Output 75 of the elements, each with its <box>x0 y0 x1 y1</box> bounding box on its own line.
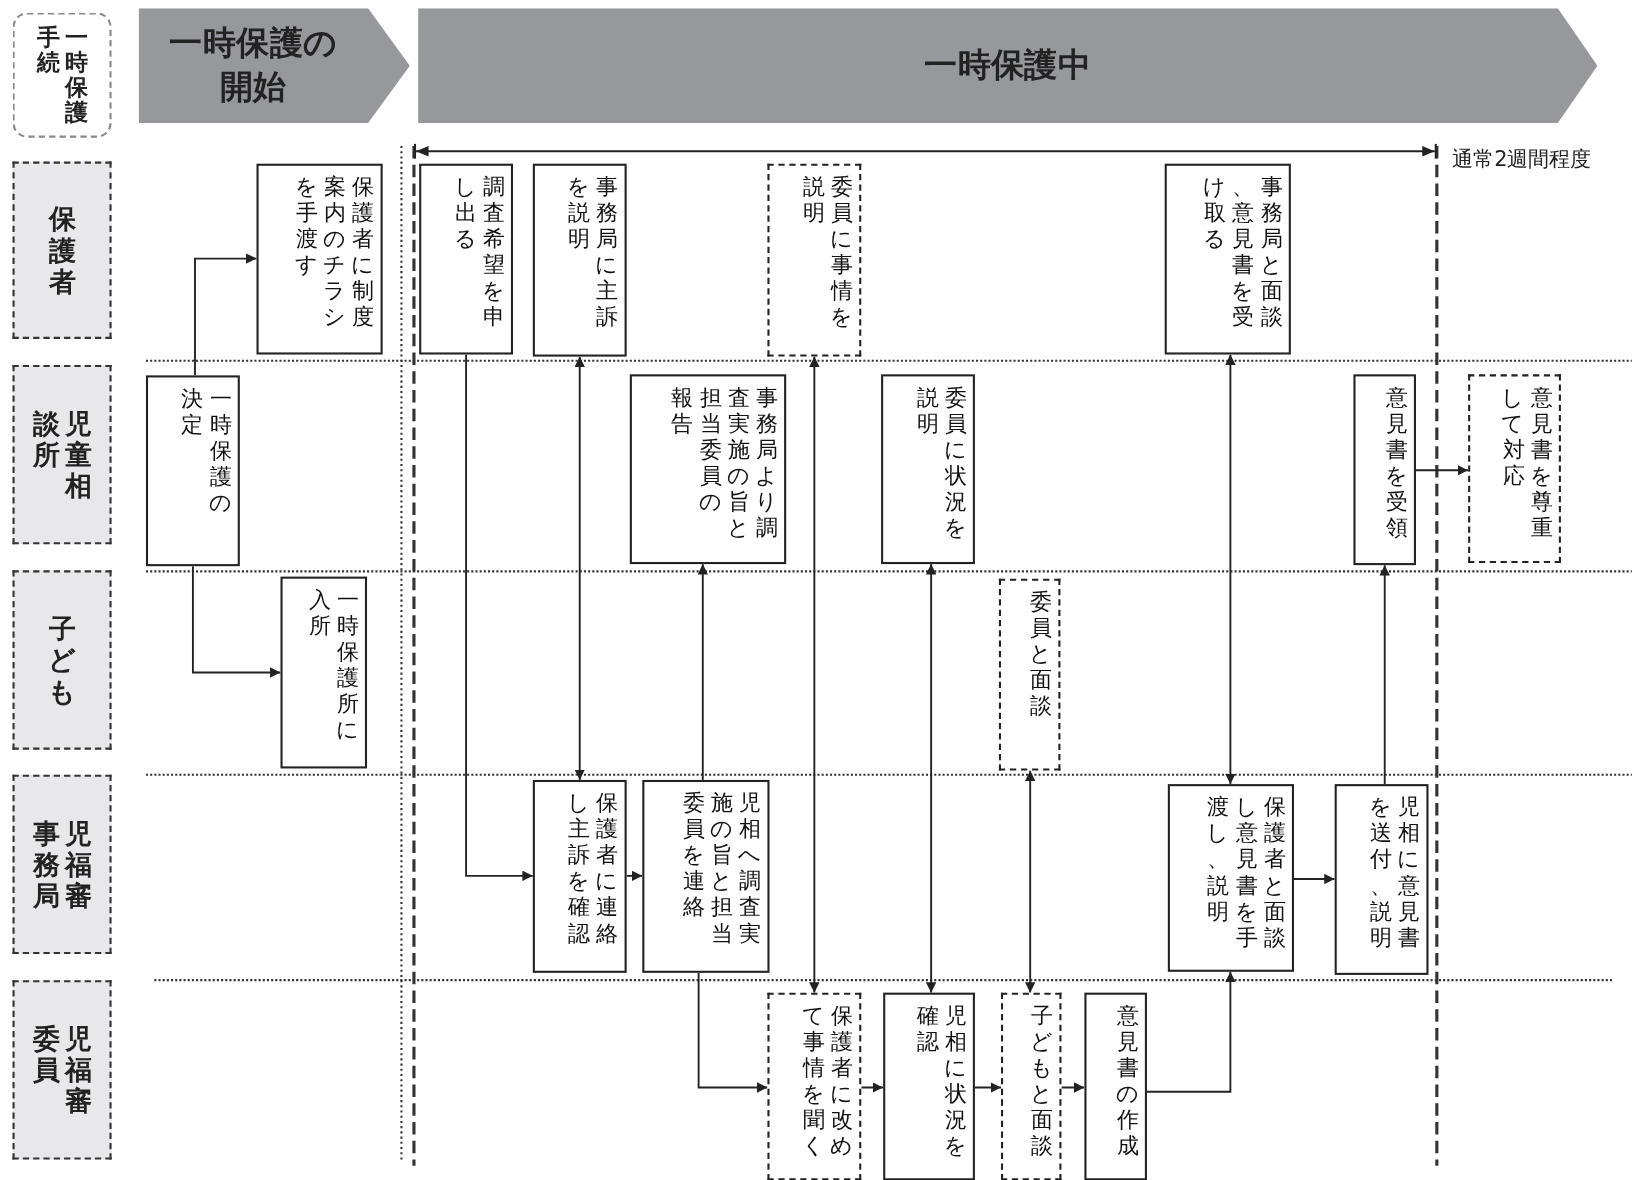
step-text: 委員に状況を説明 <box>915 384 967 543</box>
process-box <box>532 779 627 973</box>
lane-label: 児福審委員 <box>31 1022 93 1117</box>
process-box <box>1164 163 1291 355</box>
step-text: 子どもと面談 <box>1029 1003 1054 1161</box>
phase-arrow-banner <box>418 8 1598 124</box>
arrow <box>465 353 534 882</box>
step-text: 意見書を受領 <box>1383 384 1408 543</box>
process-box <box>881 374 975 565</box>
arrow <box>1024 769 1036 994</box>
lane-label-box <box>12 161 112 339</box>
arrow <box>574 355 585 781</box>
lane-label: 子ども <box>47 613 77 707</box>
step-text: 意見書の作成 <box>1114 1003 1139 1161</box>
optional-step-box <box>767 163 862 357</box>
arrow <box>1379 564 1390 786</box>
process-box <box>883 992 975 1180</box>
step-text: 事務局に主訴を説明 <box>566 174 619 332</box>
arrow <box>809 355 820 994</box>
step-text: 児相へ調査実施の旨と担当委員を連絡 <box>680 790 762 948</box>
step-text: 意見書を尊重して対応 <box>1500 384 1553 543</box>
process-box <box>280 576 368 769</box>
process-box <box>419 163 513 355</box>
lane-label: 児童相談所 <box>31 407 93 502</box>
step-text: 保護者と面談し意見書を手渡し、説明 <box>1205 794 1286 952</box>
phase-label: 一時保護の開始 <box>168 22 339 109</box>
step-text: 事務局より調査実施の旨と担当委員の報告 <box>670 384 778 543</box>
process-box <box>1353 374 1416 566</box>
optional-step-box <box>1468 374 1561 564</box>
duration-note: 通常2週間程度 <box>1452 145 1591 173</box>
lane-label-box <box>12 980 112 1160</box>
step-text: 一時保護所に入所 <box>307 587 359 745</box>
step-text: 事務局と面談、意見書を受け取る <box>1202 174 1283 332</box>
arrow <box>1060 1082 1086 1093</box>
step-text: 委員に事情を説明 <box>801 174 853 332</box>
step-text: 保護者に連絡し主訴を確認 <box>566 790 619 948</box>
step-text: 調査希望を申し出る <box>452 174 505 332</box>
process-box <box>532 163 627 357</box>
process-box <box>642 779 770 973</box>
process-box <box>146 375 240 567</box>
phase-label: 一時保護中 <box>924 44 1092 87</box>
arrow <box>191 565 282 678</box>
arrow <box>1293 873 1336 885</box>
optional-step-box <box>1001 992 1062 1180</box>
lane-label-box <box>12 570 112 750</box>
header-box <box>12 12 112 138</box>
optional-step-box <box>767 992 862 1180</box>
arrow <box>1146 970 1236 1093</box>
lane-label: 児福審事務局 <box>31 817 93 912</box>
arrow <box>697 563 708 781</box>
header-label: 一時保護手続 <box>35 25 89 126</box>
arrow <box>973 1082 1002 1093</box>
lane-label-box <box>12 774 112 955</box>
step-text: 保護者に改めて事情を聞く <box>800 1003 853 1161</box>
process-box <box>256 163 383 355</box>
lane-label-box <box>12 364 112 545</box>
arrow <box>925 563 937 994</box>
step-text: 児相に状況を確認 <box>915 1003 967 1161</box>
arrow <box>625 870 644 882</box>
arrow <box>194 253 258 377</box>
step-text: 児相に意見書を送付、説明 <box>1368 794 1421 952</box>
arrow <box>697 971 769 1093</box>
process-box <box>1084 992 1147 1180</box>
arrow <box>1225 353 1236 786</box>
arrow <box>1415 465 1470 476</box>
process-box <box>1334 784 1429 975</box>
optional-step-box <box>998 578 1061 771</box>
process-box <box>1167 784 1294 972</box>
process-box <box>629 374 787 565</box>
arrow <box>860 1082 885 1093</box>
step-text: 保護者に制度案内のチラシを手渡す <box>294 174 375 332</box>
lane-label: 保護者 <box>47 203 77 298</box>
phase-arrow-banner <box>138 8 410 124</box>
step-text: 委員と面談 <box>1028 589 1053 721</box>
step-text: 一時保護の決定 <box>180 385 232 518</box>
